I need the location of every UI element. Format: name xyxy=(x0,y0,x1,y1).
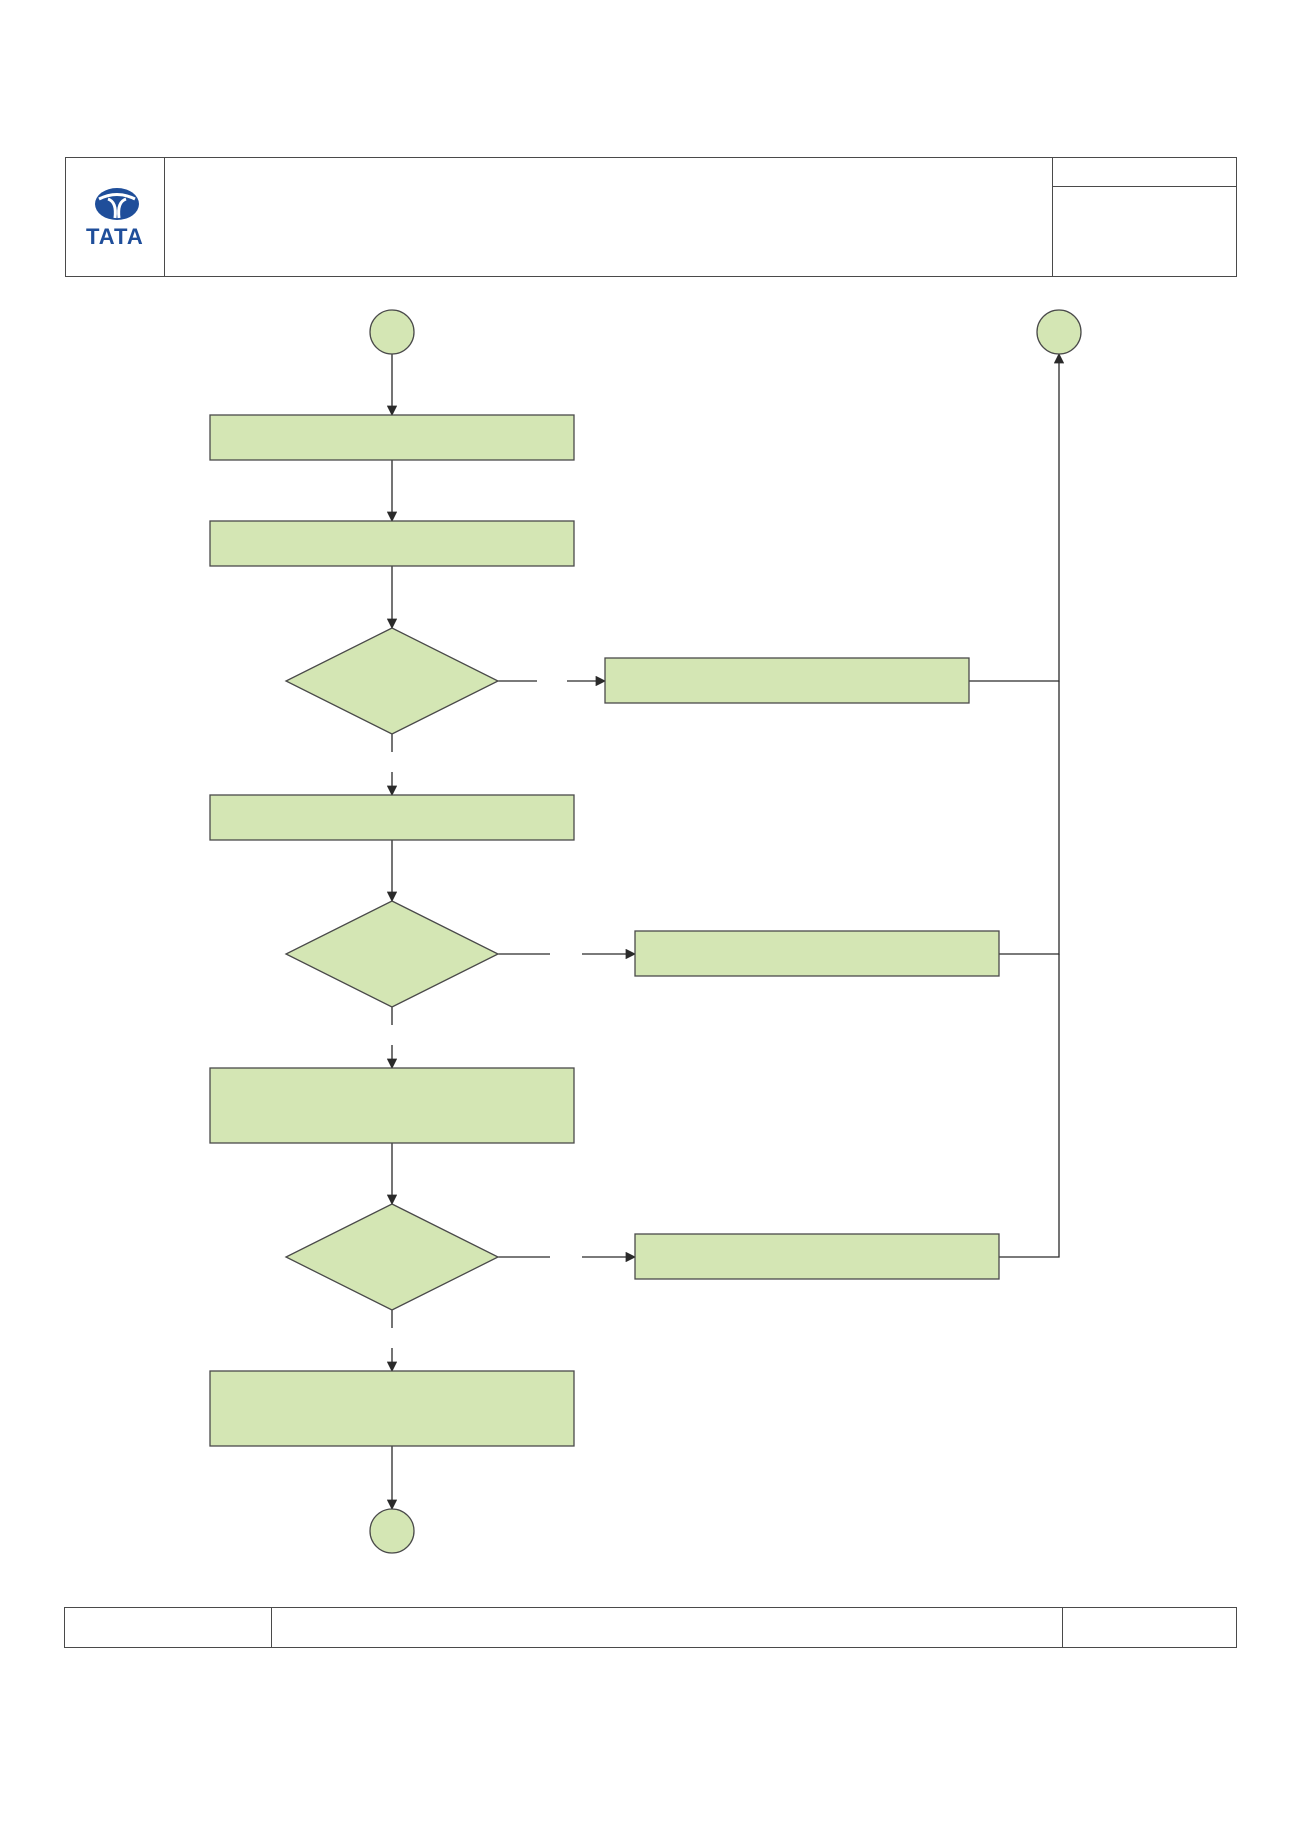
process-1-shape xyxy=(209,414,575,461)
exit-connector-node xyxy=(1036,309,1082,355)
decision-1-node xyxy=(284,627,500,735)
header-divider-right xyxy=(1052,157,1053,277)
edge-side-process-1-to-exit-connector xyxy=(969,352,1065,682)
end-connector-shape xyxy=(369,1508,415,1554)
process-3-node xyxy=(209,794,575,841)
end-connector-node xyxy=(369,1508,415,1554)
header-frame xyxy=(65,157,1237,277)
decision-3-shape xyxy=(284,1203,500,1311)
process-1-node xyxy=(209,414,575,461)
process-3-shape xyxy=(209,794,575,841)
process-2-shape xyxy=(209,520,575,567)
tata-emblem-icon xyxy=(95,188,139,220)
edge-path xyxy=(999,954,1060,1258)
side-process-2-shape xyxy=(634,930,1000,977)
process-5-node xyxy=(209,1370,575,1447)
edge-side-process-2-to-exit-connector xyxy=(999,681,1060,955)
process-4-shape xyxy=(209,1067,575,1144)
decision-3-node xyxy=(284,1203,500,1311)
side-process-1-node xyxy=(604,657,970,704)
edge-path xyxy=(969,352,1065,682)
tata-logo: TATA xyxy=(82,186,152,250)
edge-path xyxy=(999,681,1060,955)
header-divider-logo xyxy=(164,157,165,277)
decision-2-node xyxy=(284,900,500,1008)
side-process-3-shape xyxy=(634,1233,1000,1280)
process-4-node xyxy=(209,1067,575,1144)
footer-divider-left xyxy=(271,1607,272,1648)
edge-side-process-3-to-exit-connector xyxy=(999,954,1060,1258)
tata-logo-text: TATA xyxy=(86,224,144,249)
exit-connector-shape xyxy=(1036,309,1082,355)
side-process-1-shape xyxy=(604,657,970,704)
start-connector-node xyxy=(369,309,415,355)
decision-1-shape xyxy=(284,627,500,735)
decision-2-shape xyxy=(284,900,500,1008)
start-connector-shape xyxy=(369,309,415,355)
process-2-node xyxy=(209,520,575,567)
footer-frame xyxy=(64,1607,1237,1648)
side-process-3-node xyxy=(634,1233,1000,1280)
process-5-shape xyxy=(209,1370,575,1447)
side-process-2-node xyxy=(634,930,1000,977)
header-right-split xyxy=(1052,186,1237,187)
footer-divider-right xyxy=(1062,1607,1063,1648)
